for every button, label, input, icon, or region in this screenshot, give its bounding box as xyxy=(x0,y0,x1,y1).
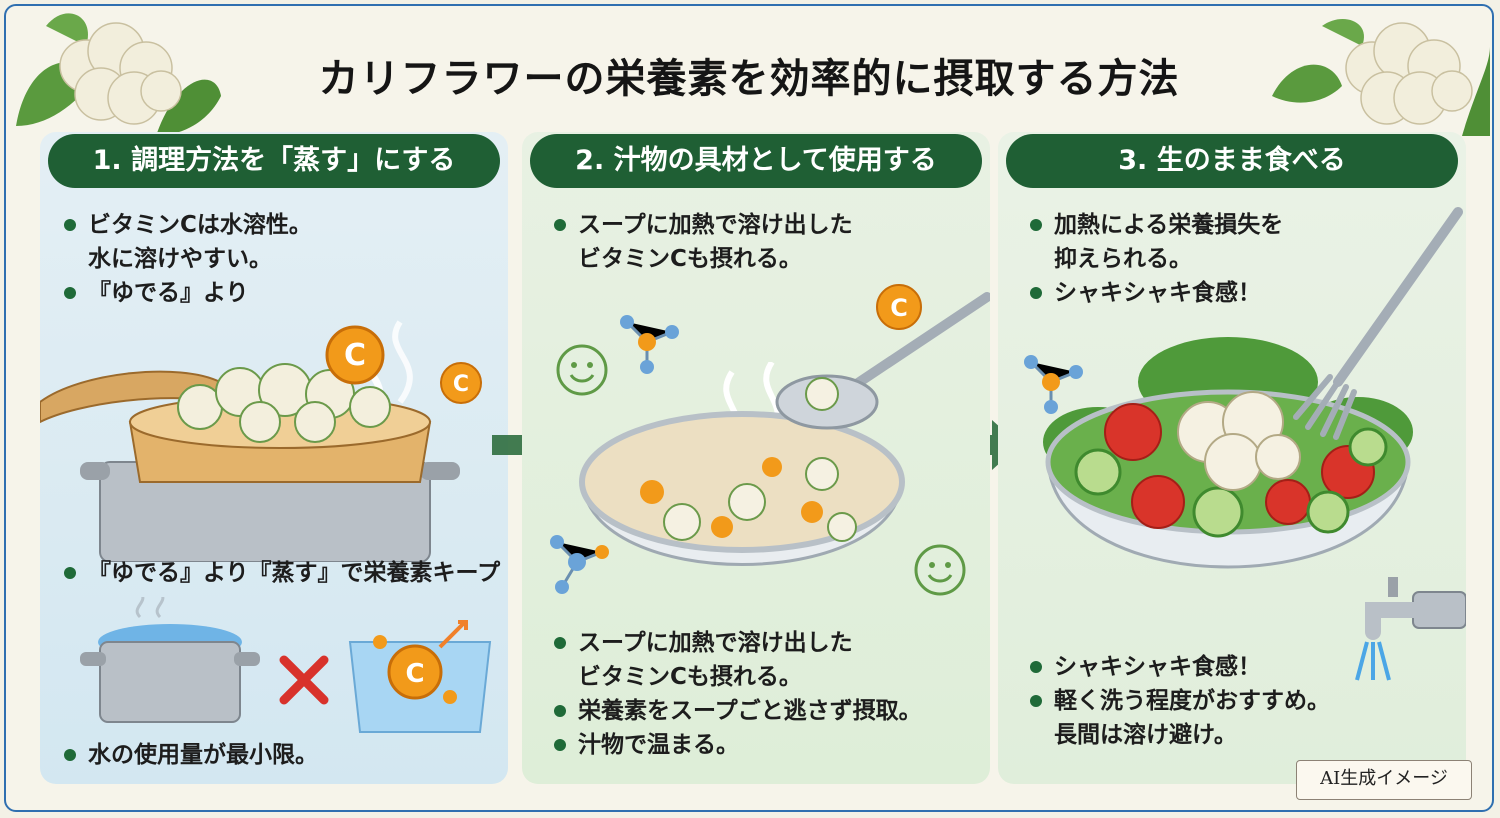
cross-mark-icon xyxy=(279,655,329,705)
fork-icon xyxy=(1293,207,1463,440)
molecule-icon xyxy=(1024,355,1083,414)
vitamin-c-icon: C xyxy=(876,284,922,330)
spoon-icon xyxy=(775,292,990,430)
top-bullets: スープに加熱で溶け出した ビタミンCも摂れる。 xyxy=(552,208,853,276)
smiley-icon xyxy=(556,344,608,396)
vitamin-c-icon: C xyxy=(348,620,492,733)
bullet-line: ビタミンCは水溶性。 xyxy=(62,208,312,242)
bullet-line: 汁物で温まる。 xyxy=(552,728,922,762)
svg-text:C: C xyxy=(405,659,424,689)
bullet-continuation: ビタミンCも摂れる。 xyxy=(578,664,802,690)
bullet-line: 栄養素をスープごと逃さず摂取。 xyxy=(552,694,922,728)
boiling-pot-icon xyxy=(80,597,260,723)
bullet-continuation: 水に溶けやすい。 xyxy=(88,246,272,272)
molecule-icon xyxy=(550,535,609,594)
page-title: カリフラワーの栄養素を効率的に摂取する方法 xyxy=(318,56,1180,102)
bullet-line: スープに加熱で溶け出した xyxy=(552,208,853,242)
svg-text:C: C xyxy=(890,294,908,322)
bullet-continuation: 長間は溶け避け。 xyxy=(1054,722,1237,748)
smiley-icon xyxy=(914,544,966,596)
salad-bowl-icon xyxy=(1043,337,1413,569)
bottom-bullet: 水の使用量が最小限。 xyxy=(62,738,318,772)
faucet-icon xyxy=(1355,577,1466,681)
bullet-line: シャキシャキ食感！ xyxy=(1028,650,1330,684)
molecule-icon xyxy=(620,315,679,374)
svg-text:C: C xyxy=(344,338,366,373)
panel-header: 1. 調理方法を「蒸す」にする xyxy=(48,134,500,188)
panel-soup: 2. 汁物の具材として使用する スープに加熱で溶け出した ビタミンCも摂れる。 … xyxy=(522,132,990,784)
bullet-line: 軽く洗う程度がおすすめ。 xyxy=(1028,684,1330,718)
panel-steam: 1. 調理方法を「蒸す」にする ビタミンCは水溶性。 水に溶けやすい。 『ゆでる… xyxy=(40,132,508,784)
top-bullets: 加熱による栄養損失を 抑えられる。 シャキシャキ食感！ xyxy=(1028,208,1283,310)
bullet-line: シャキシャキ食感！ xyxy=(1028,276,1283,310)
soup-bowl-icon xyxy=(579,362,905,566)
bullet-continuation: ビタミンCも摂れる。 xyxy=(578,246,802,272)
panel-header: 3. 生のまま食べる xyxy=(1006,134,1458,188)
mid-bullet: 『ゆでる』より『蒸す』で栄養素キープ xyxy=(62,556,500,590)
bullet-continuation: 抑えられる。 xyxy=(1054,246,1192,272)
top-bullets: ビタミンCは水溶性。 水に溶けやすい。 『ゆでる』より xyxy=(62,208,312,310)
svg-text:C: C xyxy=(453,372,469,397)
cauliflower-icon xyxy=(16,13,221,136)
steamer-pot-icon xyxy=(40,320,460,562)
panel-header: 2. 汁物の具材として使用する xyxy=(530,134,982,188)
bullet-line: 『ゆでる』より xyxy=(62,276,312,310)
bullet-line: 水の使用量が最小限。 xyxy=(62,738,318,772)
cauliflower-icon xyxy=(1272,18,1490,136)
vitamin-c-icon: C xyxy=(325,325,385,385)
vitamin-c-icon: C xyxy=(440,362,482,404)
ai-generated-badge: AI生成イメージ xyxy=(1296,760,1472,800)
bottom-bullets: スープに加熱で溶け出した ビタミンCも摂れる。 栄養素をスープごと逃さず摂取。 … xyxy=(552,626,922,762)
panel-raw: 3. 生のまま食べる 加熱による栄養損失を 抑えられる。 シャキシャキ食感！ xyxy=(998,132,1466,784)
bullet-line: スープに加熱で溶け出した xyxy=(552,626,922,660)
ai-generated-label: AI生成イメージ xyxy=(1320,768,1448,789)
bullet-line: 加熱による栄養損失を xyxy=(1028,208,1283,242)
bottom-bullets: シャキシャキ食感！ 軽く洗う程度がおすすめ。 長間は溶け避け。 xyxy=(1028,650,1330,752)
bullet-line: 『ゆでる』より『蒸す』で栄養素キープ xyxy=(62,556,500,590)
